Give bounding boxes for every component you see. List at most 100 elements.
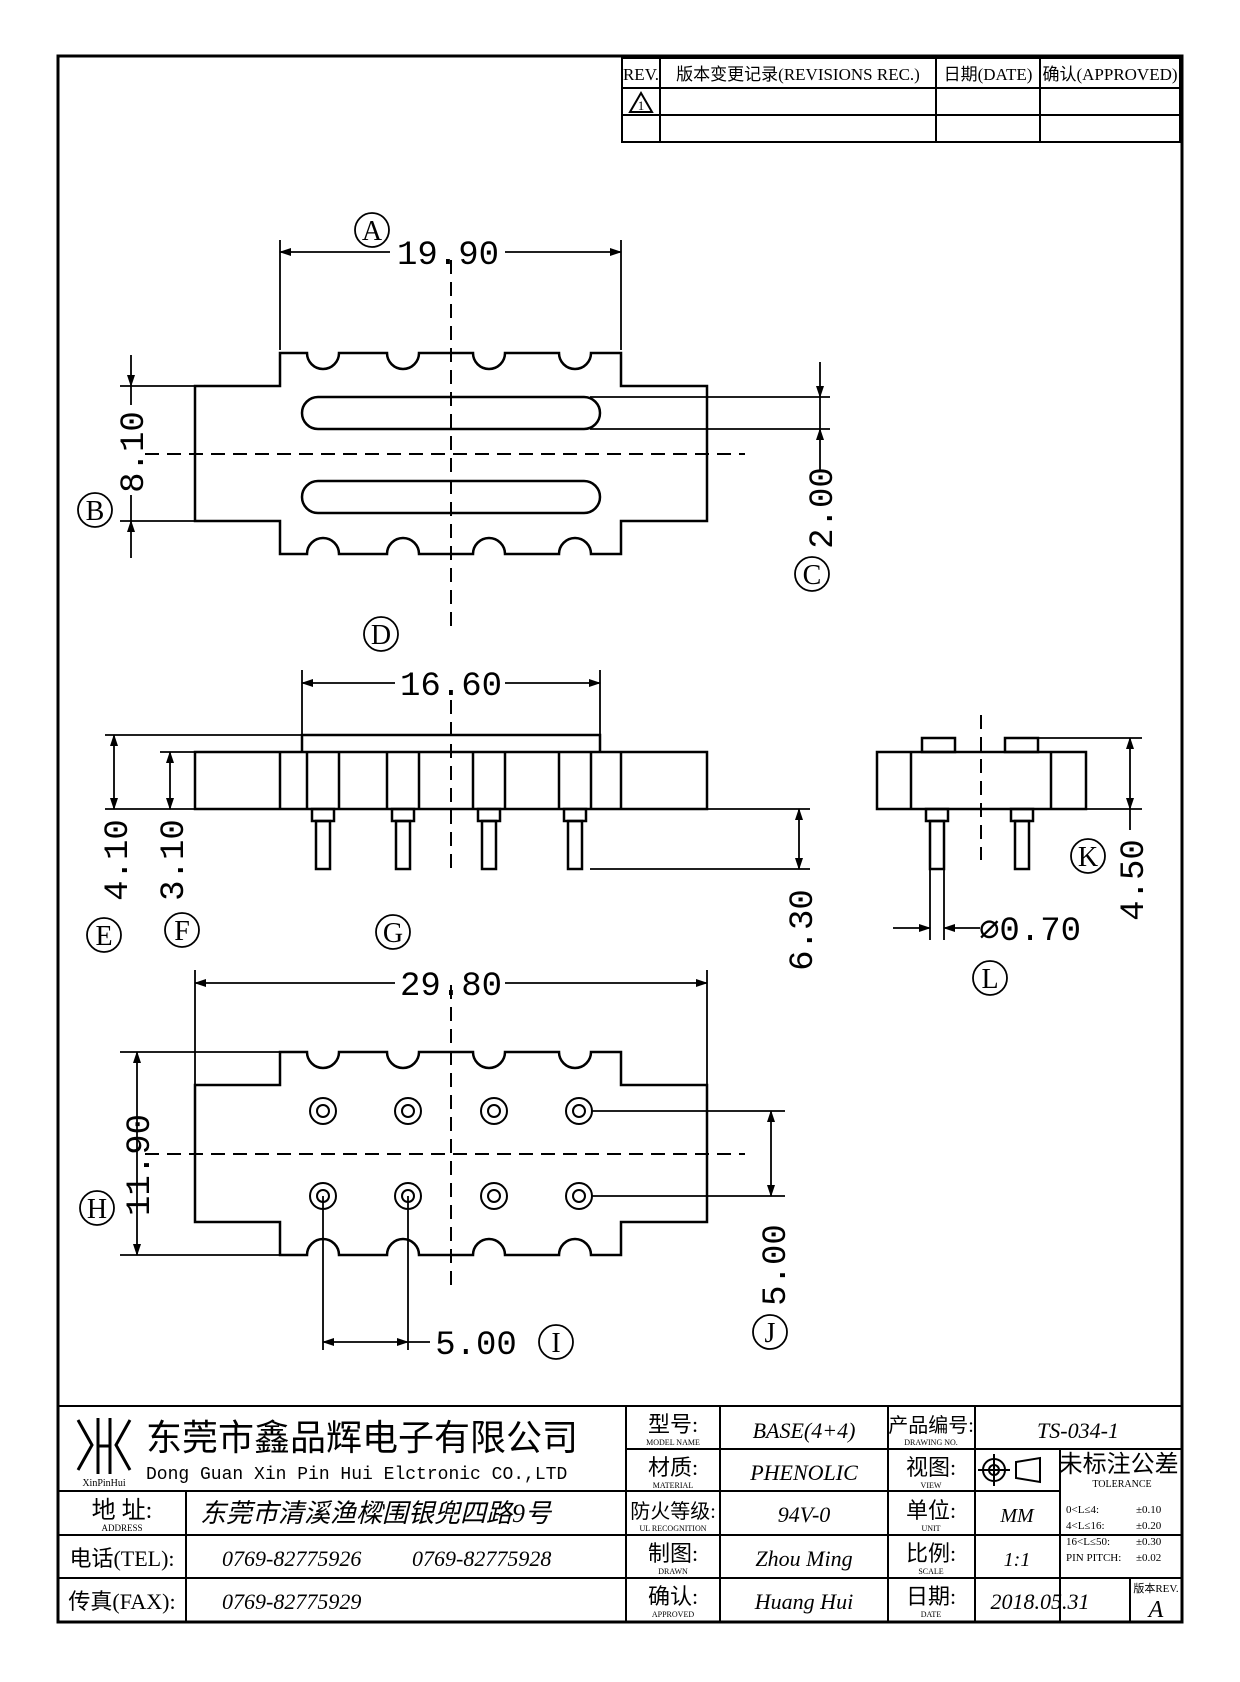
unit-value: MM (999, 1505, 1035, 1527)
dim-e-label: E (86, 917, 122, 953)
scale-label: 比例: (906, 1541, 956, 1566)
address-label-en: ADDRESS (101, 1523, 142, 1533)
dim-c-value: 2.00 (805, 467, 843, 549)
tolerance-value: ±0.30 (1136, 1536, 1162, 1548)
svg-text:E: E (95, 921, 112, 952)
address-label: 地 址: (92, 1497, 153, 1524)
svg-text:1: 1 (638, 98, 645, 113)
dim-b-label: B (77, 492, 113, 528)
dim-pin-length-value: 6.30 (785, 889, 823, 971)
dim-h-value: 11.90 (122, 1114, 160, 1216)
dim-j-label: J (752, 1314, 788, 1350)
dim-f-label: F (164, 912, 200, 948)
dim-b-value: 8.10 (116, 411, 154, 493)
scale-label-en: SCALE (918, 1567, 943, 1576)
svg-text:A: A (362, 216, 383, 247)
svg-text:B: B (86, 496, 105, 527)
company-name-en: Dong Guan Xin Pin Hui Elctronic CO.,LTD (146, 1465, 567, 1485)
dim-i-label: I (538, 1324, 574, 1360)
drawn-value: Zhou Ming (755, 1546, 852, 1571)
dim-k-value: 4.50 (1116, 839, 1154, 921)
date-header: 日期(DATE) (944, 65, 1033, 84)
unit-label: 单位: (906, 1498, 956, 1523)
date-label: 日期: (906, 1584, 956, 1609)
title-block-grid (57, 1405, 1183, 1623)
dim-l-value: ⌀0.70 (979, 913, 1081, 951)
svg-text:H: H (87, 1194, 107, 1225)
projection-symbol-icon (978, 1454, 1041, 1486)
model-value: BASE(4+4) (753, 1418, 856, 1443)
ul-value: 94V-0 (778, 1502, 831, 1527)
rev-label: 版本REV. (1133, 1581, 1179, 1595)
dim-h-label: H (79, 1190, 115, 1226)
dim-e-value: 4.10 (100, 819, 138, 901)
model-label: 型号: (648, 1412, 698, 1437)
view-label: 视图: (906, 1455, 956, 1480)
rev-value: A (1147, 1597, 1164, 1623)
drawn-label-en: DRAWN (658, 1567, 688, 1576)
approved-value: Huang Hui (754, 1589, 853, 1614)
revision-triangle-icon: 1 (628, 91, 654, 113)
tolerance-title-en: TOLERANCE (1092, 1479, 1151, 1490)
tolerance-value: ±0.20 (1136, 1520, 1162, 1532)
drawing-no-value: TS-034-1 (1037, 1418, 1119, 1443)
tel-label: 电话(TEL): (69, 1546, 174, 1571)
dim-f-lines (160, 751, 195, 810)
dim-f-value: 3.10 (156, 819, 194, 901)
dim-d-value: 16.60 (400, 668, 502, 706)
tolerance-range: 0<L≤4: (1066, 1504, 1099, 1516)
tolerance-title: 未标注公差: (1059, 1451, 1186, 1478)
dim-c-lines (590, 362, 830, 470)
dim-i-lines (322, 1196, 430, 1350)
dim-g-label: G (375, 914, 411, 950)
drawn-label: 制图: (648, 1541, 698, 1566)
material-label-en: MATERIAL (653, 1481, 694, 1490)
address-value: 东莞市清溪渔樑围银兜四路9号 (200, 1499, 553, 1528)
dim-g-value: 29.80 (400, 968, 502, 1006)
dim-j-value: 5.00 (758, 1224, 796, 1306)
ul-label: 防火等级: (630, 1500, 716, 1523)
drawing-border (56, 54, 1184, 1624)
dim-a-value: 19.90 (397, 237, 499, 275)
revisions-header: 版本变更记录(REVISIONS REC.) (676, 65, 920, 84)
logo-text: XinPinHui (82, 1478, 126, 1489)
approved-label-en: APPROVED (652, 1610, 694, 1619)
svg-text:K: K (1078, 842, 1098, 873)
dim-a-label: A (354, 212, 390, 248)
tolerance-value: ±0.02 (1136, 1552, 1161, 1564)
dim-k-lines (1038, 737, 1142, 830)
dim-c-label: C (794, 556, 830, 592)
fax-value: 0769-82775929 (222, 1589, 361, 1614)
tolerance-range: PIN PITCH: (1066, 1552, 1121, 1564)
fax-label: 传真(FAX): (68, 1589, 175, 1614)
tolerance-value: ±0.10 (1136, 1504, 1162, 1516)
dim-g-lines (194, 970, 708, 1085)
company-name-cn: 东莞市鑫品辉电子有限公司 (146, 1418, 578, 1458)
dim-l-lines (893, 869, 980, 940)
svg-text:I: I (551, 1328, 560, 1359)
date-value: 2018.05.31 (991, 1589, 1090, 1614)
approved-header: 确认(APPROVED) (1042, 65, 1177, 84)
svg-text:L: L (981, 964, 998, 995)
dim-b-lines (120, 355, 195, 558)
svg-text:G: G (383, 918, 403, 949)
rev-header: REV. (623, 65, 659, 84)
svg-text:C: C (803, 560, 822, 591)
date-label-en: DATE (921, 1610, 942, 1619)
drawing-no-label: 产品编号: (888, 1414, 974, 1437)
svg-text:J: J (765, 1318, 776, 1349)
dim-d-lines (301, 670, 601, 735)
dim-a-lines (279, 240, 622, 350)
tel-value-2: 0769-82775928 (412, 1546, 551, 1571)
revision-block (621, 57, 1181, 143)
model-label-en: MODEL NAME (646, 1438, 700, 1447)
ul-label-en: UL RECOGNITION (639, 1524, 706, 1533)
dim-j-lines (592, 1110, 785, 1197)
dim-i-value: 5.00 (435, 1327, 517, 1365)
dim-k-label: K (1070, 838, 1106, 874)
scale-value: 1:1 (1004, 1549, 1031, 1571)
bottom-view (193, 1050, 709, 1257)
material-value: PHENOLIC (749, 1460, 858, 1485)
svg-text:D: D (371, 620, 391, 651)
